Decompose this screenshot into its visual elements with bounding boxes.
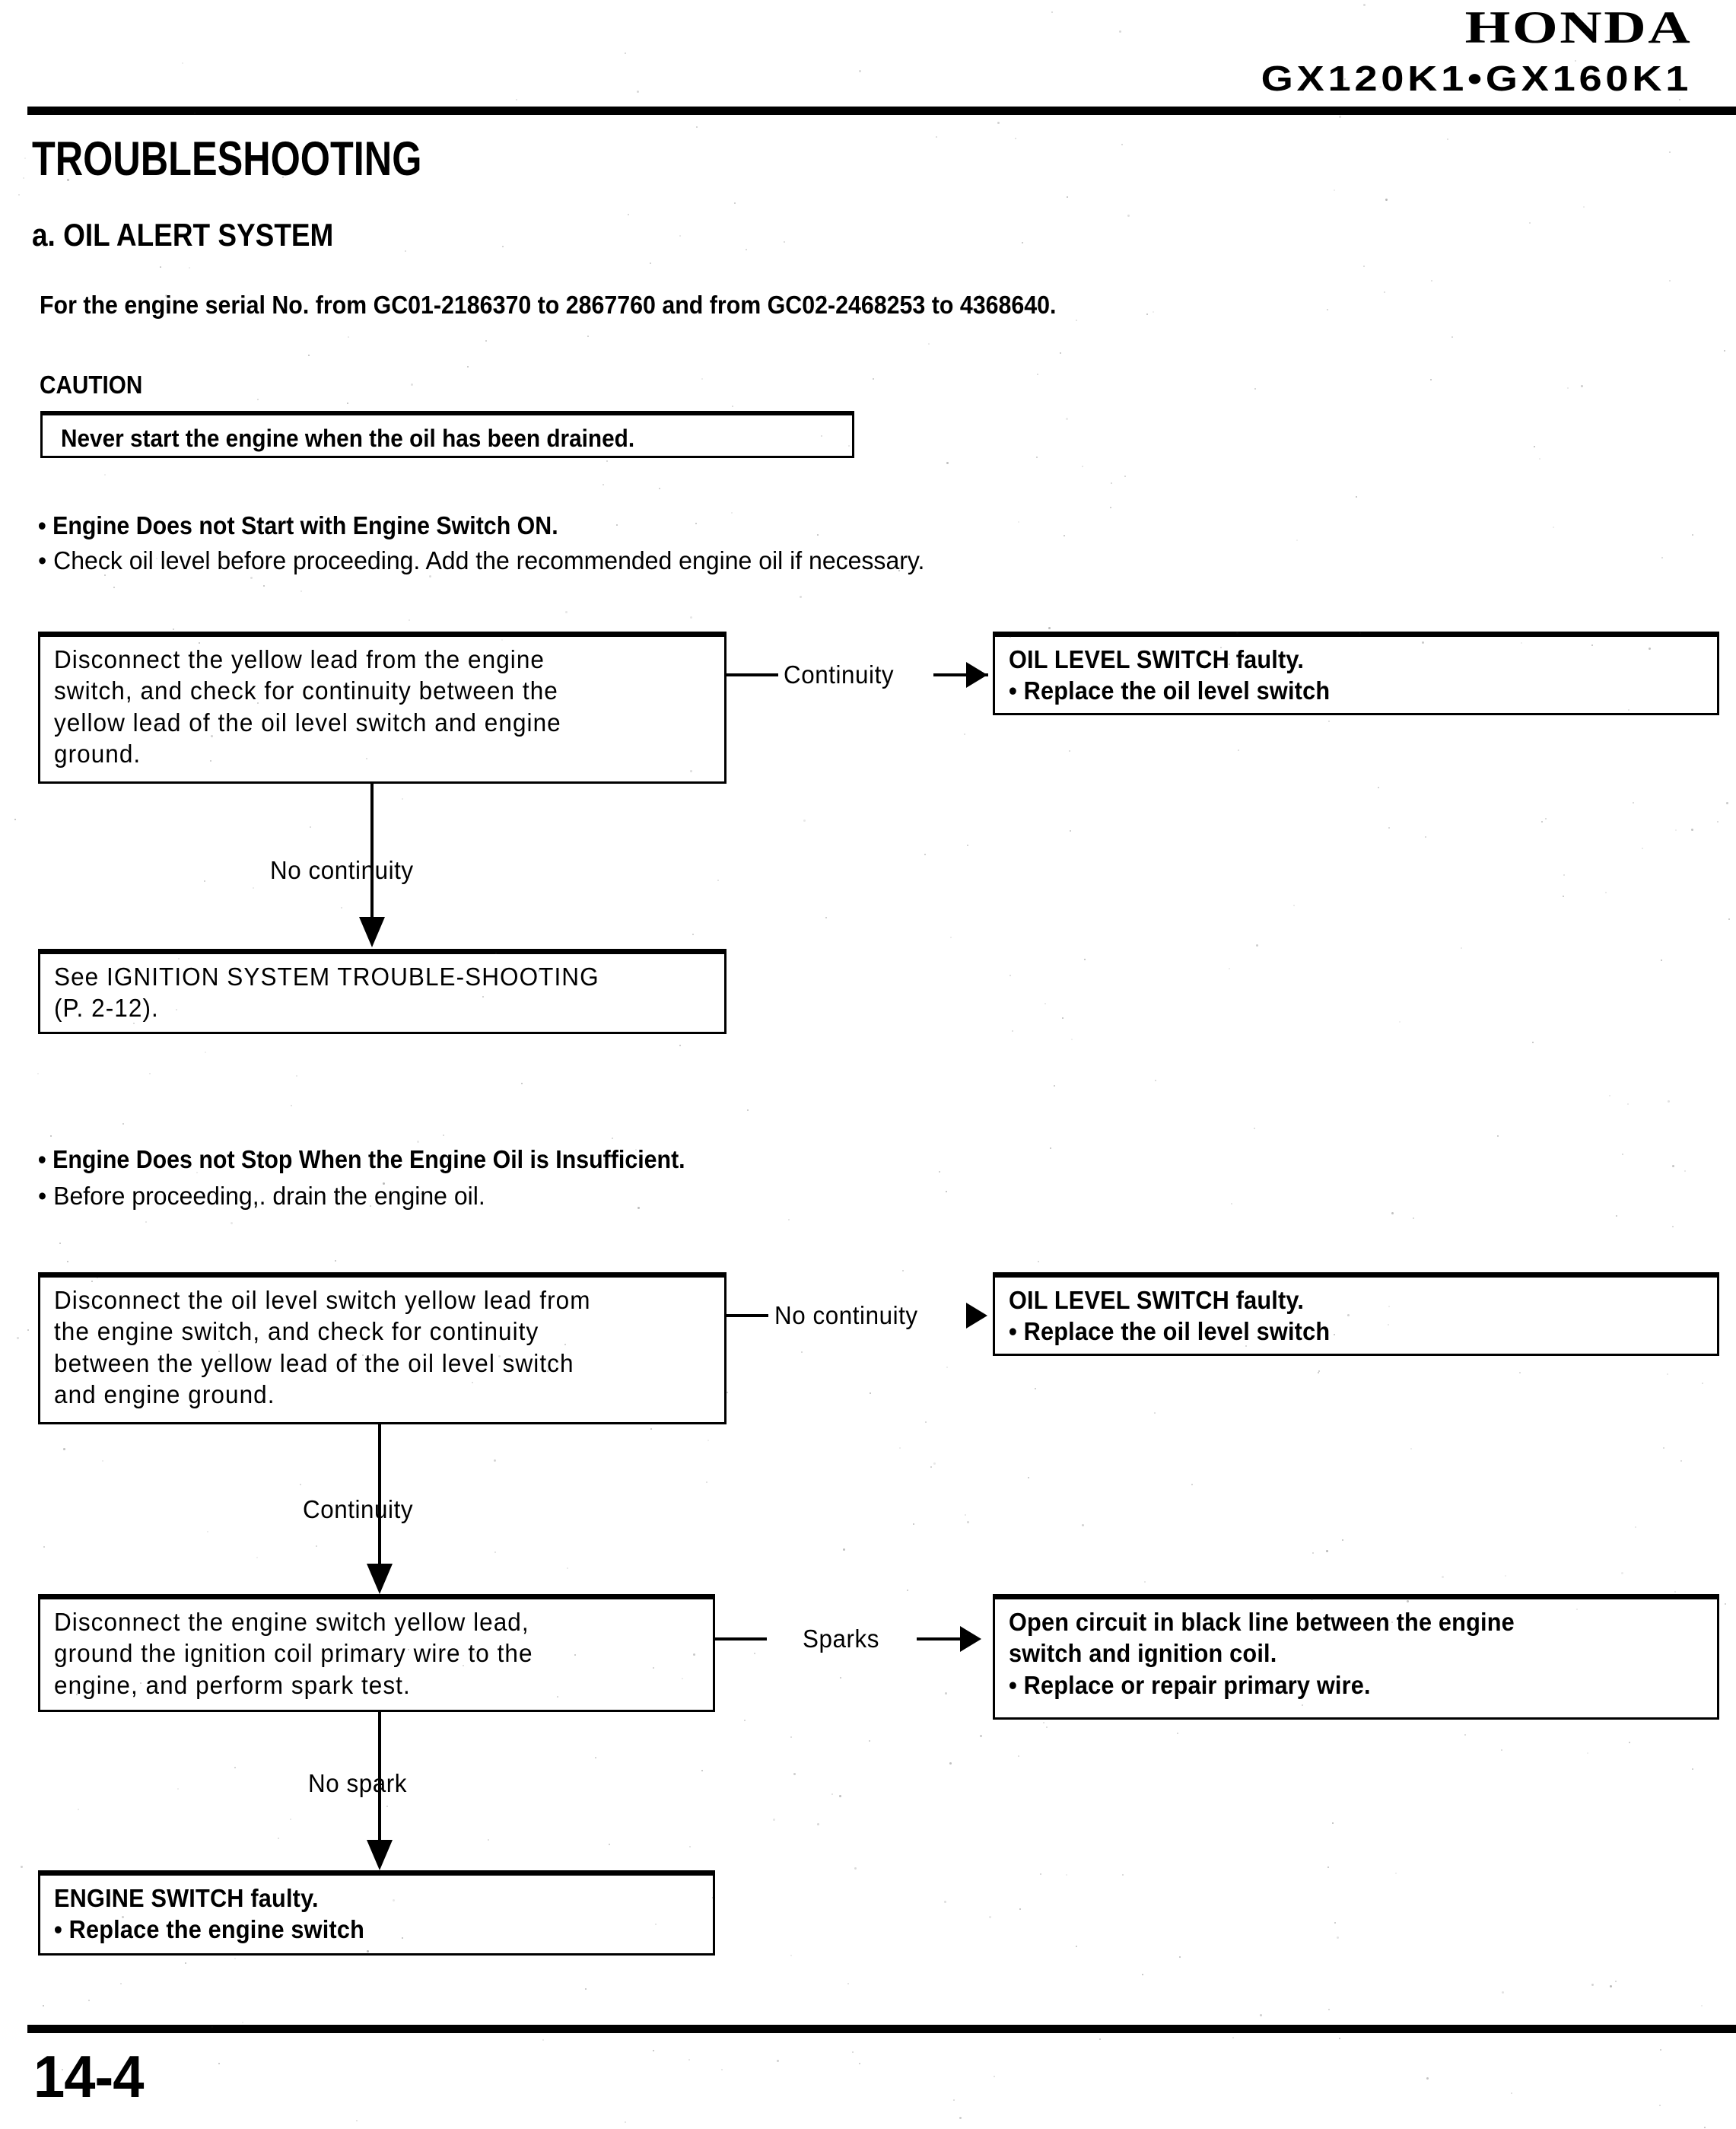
s2-step-box-1-text: Disconnect the oil level switch yellow l… [54,1286,591,1409]
page-title: TROUBLESHOOTING [32,132,422,186]
s1-branch-label-continuity: Continuity [784,660,895,689]
s2-step-box-2: Disconnect the engine switch yellow lead… [38,1594,715,1712]
s2-arrow-right [966,1303,987,1329]
s2-arrow-down-1 [367,1564,393,1594]
engine-model-label: GX120K1•GX160K1 [1261,59,1692,98]
subsection-title: a. OIL ALERT SYSTEM [32,217,334,253]
footer-rule [27,2025,1736,2033]
caution-label: CAUTION [40,371,143,399]
s1-connector-line-right [727,673,778,676]
s2-connector-line-down-2 [378,1712,381,1860]
header-rule [27,107,1736,115]
section2-bullet-2: • Before proceeding,. drain the engine o… [38,1182,485,1210]
s2-result-box-1: OIL LEVEL SWITCH faulty. • Replace the o… [993,1272,1719,1356]
honda-brand-logo: HONDA [1464,2,1692,53]
s2-result-box-1-text: OIL LEVEL SWITCH faulty. • Replace the o… [1009,1286,1331,1346]
s1-step-box-2: See IGNITION SYSTEM TROUBLE-SHOOTING (P.… [38,949,727,1034]
s2-arrow-down-2 [367,1840,393,1870]
s2-step-box-2-text: Disconnect the engine switch yellow lead… [54,1608,533,1699]
s1-result-box-1: OIL LEVEL SWITCH faulty. • Replace the o… [993,632,1719,715]
s2-result-box-3: ENGINE SWITCH faulty. • Replace the engi… [38,1870,715,1956]
s1-arrow-right [966,662,987,688]
s2-connector-line-right [727,1314,768,1317]
s2-branch-label-no-spark: No spark [308,1769,408,1797]
s2-step-box-1: Disconnect the oil level switch yellow l… [38,1272,727,1424]
s2-connector-line-right-3 [917,1637,964,1641]
s2-connector-line-right-2 [715,1637,767,1641]
s2-branch-label-continuity: Continuity [303,1495,414,1523]
section2-bullet-1: • Engine Does not Stop When the Engine O… [38,1145,685,1173]
s2-branch-label-sparks: Sparks [803,1625,879,1653]
caution-box: Never start the engine when the oil has … [40,411,854,458]
caution-text: Never start the engine when the oil has … [61,425,635,452]
s1-step-box-1-text: Disconnect the yellow lead from the engi… [54,645,561,769]
s2-result-box-2: Open circuit in black line between the e… [993,1594,1719,1720]
s1-step-box-1: Disconnect the yellow lead from the engi… [38,632,727,784]
section1-bullet-1: • Engine Does not Start with Engine Swit… [38,511,558,539]
page-number: 14-4 [33,2043,144,2110]
s2-arrow-right-2 [960,1626,981,1652]
s2-connector-line-down-1 [378,1424,381,1584]
section1-bullet-2: • Check oil level before proceeding. Add… [38,546,925,574]
s2-result-box-2-text: Open circuit in black line between the e… [1009,1608,1515,1699]
s1-connector-line-down [370,784,374,936]
s2-branch-label-no-continuity: No continuity [774,1301,918,1329]
s1-arrow-down [359,917,385,947]
serial-number-note: For the engine serial No. from GC01-2186… [40,291,1057,319]
s1-branch-label-no-continuity: No continuity [270,856,414,884]
s1-step-box-2-text: See IGNITION SYSTEM TROUBLE-SHOOTING (P.… [54,963,599,1023]
s2-result-box-3-text: ENGINE SWITCH faulty. • Replace the engi… [54,1884,365,1944]
s1-result-box-1-text: OIL LEVEL SWITCH faulty. • Replace the o… [1009,645,1331,705]
s1-connector-line-right-2 [933,673,988,676]
